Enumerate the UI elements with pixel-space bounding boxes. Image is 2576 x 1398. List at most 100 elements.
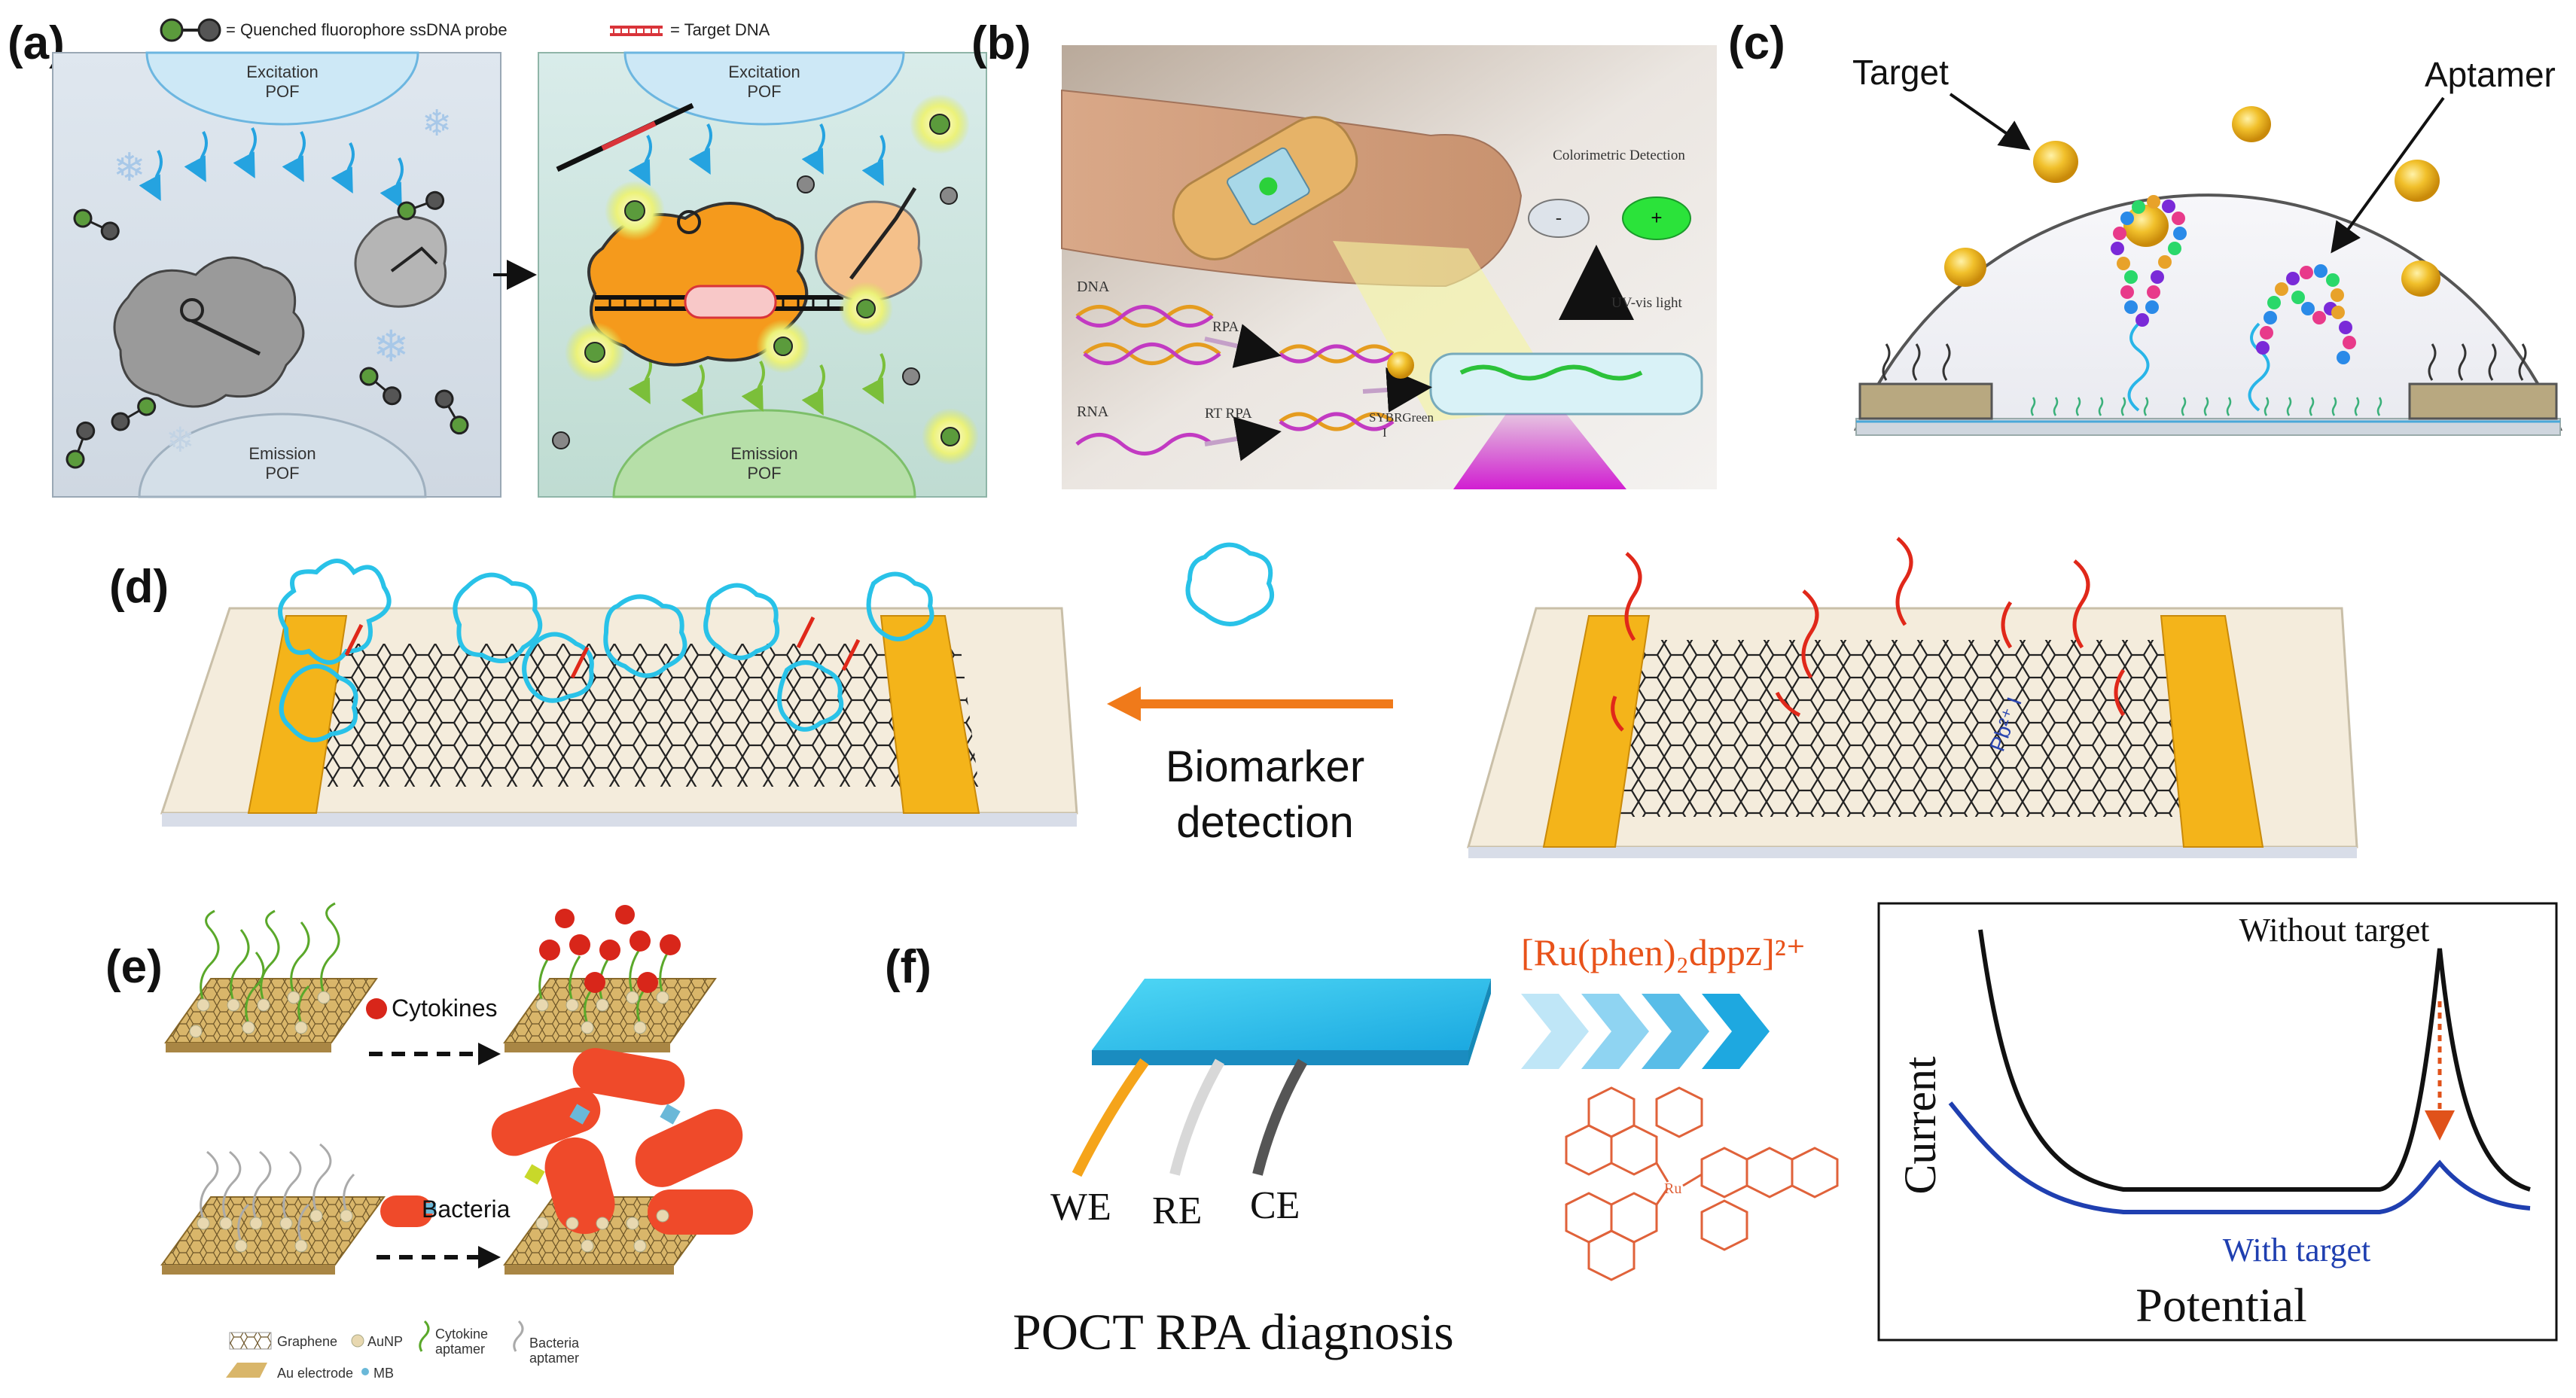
- cytokine-aptamer-legend-line1: Cytokine: [435, 1326, 488, 1342]
- au-electrode-legend-icon: [226, 1363, 267, 1378]
- crrna-strand: [191, 318, 261, 356]
- bacteria-aptamer-legend-icon: [513, 1320, 524, 1352]
- target-molecules: [1944, 106, 2440, 297]
- probe-legend-label: = Quenched fluorophore ssDNA probe: [226, 20, 508, 39]
- x-axis-label-potential: Potential: [2135, 1278, 2307, 1332]
- electrode-plate-cytokine-before: [164, 978, 378, 1052]
- panel-a: (a) = Quenched fluorophore ssDNA probe =…: [8, 17, 987, 498]
- sybr-arrow: [1362, 367, 1432, 413]
- mb-legend-icon: [361, 1368, 369, 1375]
- emission-right-line1: Emission: [730, 444, 797, 463]
- panel-c: (c): [1728, 17, 2562, 436]
- aunp-legend-icon: [351, 1334, 364, 1348]
- panel-f: (f) WE RE CE POCT RPA diagnosis [Ru(phen…: [885, 902, 2558, 1360]
- graphene-chip-aptamer-only: [1467, 607, 2358, 858]
- graphene-legend-label: Graphene: [277, 1334, 337, 1349]
- uv-vis-label: UV-vis light: [1611, 295, 1683, 311]
- curve-without-target: [1978, 929, 2531, 1192]
- we-label: WE: [1050, 1186, 1111, 1229]
- crrna-secondary: [849, 187, 917, 280]
- panel-label-b: (b): [971, 17, 1031, 69]
- positive-sign: +: [1651, 206, 1662, 229]
- linker-strands: [1882, 343, 2527, 381]
- sybr-label-line2: I: [1383, 425, 1387, 440]
- wearable-bandage-sensor: [1172, 116, 1358, 260]
- y-axis-label-current: Current: [1895, 1056, 1945, 1195]
- cytokine-aptamers: [200, 902, 340, 1025]
- cytokine-binding-arrowhead: [478, 1043, 501, 1065]
- negative-result-disc: [1528, 199, 1590, 238]
- aptamer-label: Aptamer: [2425, 55, 2556, 94]
- panel-label-e: (e): [105, 941, 163, 993]
- panel-label-c: (c): [1728, 17, 1785, 69]
- target-label: Target: [1852, 53, 1949, 92]
- ce-label: CE: [1250, 1184, 1300, 1227]
- cytokine-aptamer-legend-line2: aptamer: [435, 1342, 485, 1357]
- ru-complex-structure: [1565, 1086, 1839, 1281]
- probe-legend-icon: [160, 18, 221, 42]
- quenched-probes: [66, 190, 469, 469]
- crrna-loop-active: [677, 210, 701, 234]
- snowflake-icon: ❄: [166, 420, 195, 459]
- reaction-tube: [1429, 352, 1703, 416]
- aptamer-tethers: [2127, 322, 2270, 412]
- excitation-light-arrows-right: [628, 123, 886, 187]
- bound-protein-biomarkers: [278, 559, 934, 742]
- emission-pof-right: [612, 409, 916, 498]
- aunp-particles-bacteria-after: [535, 1209, 669, 1253]
- rt-rpa-arrow: [1204, 416, 1282, 461]
- emission-pof-left: [138, 413, 427, 498]
- snowflake-icon: ❄: [113, 146, 146, 190]
- bacteria-icon: [380, 1195, 436, 1227]
- rna-label: RNA: [1077, 404, 1109, 420]
- target-dna-legend-icon: [610, 26, 663, 36]
- working-electrode-lead: [1072, 1058, 1149, 1177]
- emission-right-line2: POF: [747, 464, 781, 483]
- excitation-light-arrows: [139, 127, 404, 209]
- rpa-label: RPA: [1212, 319, 1239, 335]
- crrna-small: [390, 246, 438, 273]
- panel-e: (e): [105, 902, 753, 1381]
- quencher-fragment: [902, 367, 920, 385]
- bacteria-binding-arrowhead: [478, 1246, 501, 1269]
- electrode-left: [1858, 382, 1993, 420]
- quencher-fragment: [552, 431, 570, 449]
- biomarker-detection-line1: Biomarker: [1166, 742, 1364, 791]
- excitation-beam: [1453, 414, 1626, 489]
- cas-protein-inactive: [113, 256, 305, 408]
- sybr-label-line1: SYBRGreen: [1369, 410, 1434, 425]
- electrode-plate-bacteria-before: [160, 1196, 386, 1275]
- cytokines-label: Cytokines: [392, 994, 498, 1022]
- ru-center-label: Ru: [1664, 1180, 1681, 1197]
- bacteria-aptamers: [200, 1143, 355, 1243]
- counter-electrode-lead: [1252, 1058, 1308, 1176]
- voltammogram-frame: [1877, 902, 2558, 1342]
- target-pointer-arrow: [1949, 93, 2031, 151]
- free-biomarker-protein: [1185, 542, 1274, 626]
- positive-result-disc: [1622, 196, 1691, 240]
- re-label: RE: [1152, 1189, 1202, 1232]
- aunp-legend-label: AuNP: [367, 1334, 403, 1349]
- aunp-particles: [189, 991, 331, 1038]
- bacteria-label: Bacteria: [422, 1195, 511, 1223]
- bound-target-duplex: [595, 285, 843, 319]
- excitation-left-line1: Excitation: [246, 62, 318, 81]
- rpa-arrow: [1204, 324, 1282, 368]
- with-target-label: With target: [2223, 1232, 2371, 1269]
- dna-helix-icons: [1075, 305, 1395, 455]
- target-dna-legend-label: = Target DNA: [670, 20, 770, 39]
- quencher-fragment: [940, 187, 958, 205]
- negative-sign: -: [1556, 206, 1562, 229]
- surface-probes: [2030, 397, 2382, 416]
- excitation-pof-left: [145, 51, 419, 126]
- cytokine-icon: [366, 998, 387, 1019]
- curve-with-target: [1948, 1101, 2531, 1214]
- cas-protein-secondary: [815, 200, 922, 302]
- bound-bacteria: [491, 1048, 753, 1235]
- without-target-label: Without target: [2239, 912, 2430, 949]
- mb-legend-label: MB: [373, 1366, 394, 1381]
- excitation-pof-right: [623, 51, 905, 126]
- excitation-left-line2: POF: [265, 82, 299, 101]
- panel-d: (d) Biomarker detection: [109, 537, 2358, 858]
- bound-aptamer-strands: [344, 616, 861, 679]
